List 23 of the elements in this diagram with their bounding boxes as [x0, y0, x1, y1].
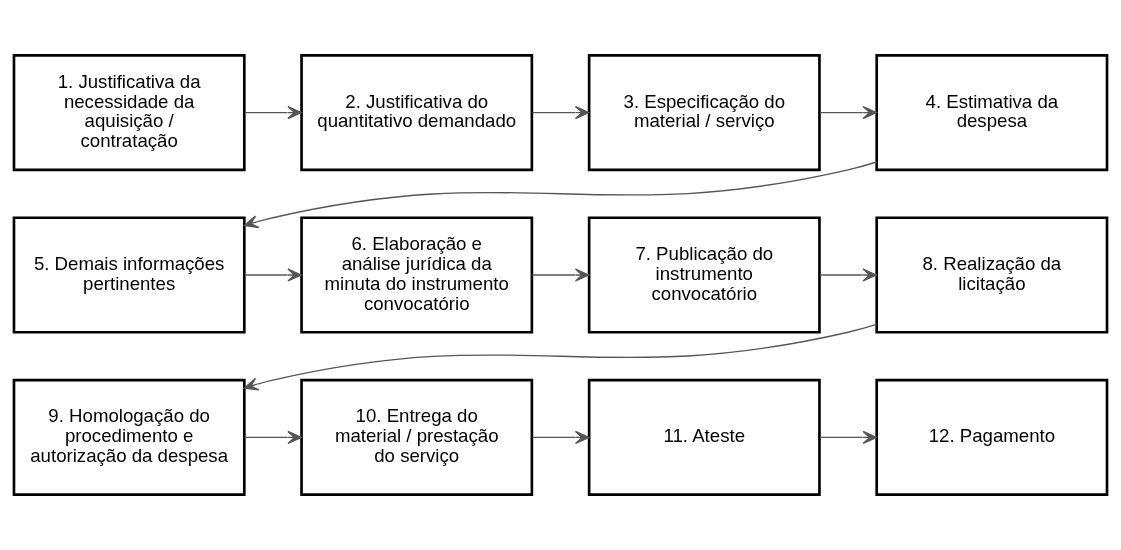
node-box: 5. Demais informações pertinentes	[12, 216, 246, 334]
arrow	[244, 430, 302, 445]
node-box: 2. Justificativa do quantitativo demandado	[300, 54, 534, 172]
arrow	[531, 430, 590, 445]
node-box: 9. Homologação do procedimento e autorização da despesa	[12, 378, 246, 496]
arrow	[819, 430, 878, 445]
arrow	[243, 161, 878, 229]
node-box: 3. Especificação do material / serviço	[587, 54, 821, 172]
node-box: 8. Realização da licitação	[875, 216, 1109, 334]
arrow	[243, 323, 878, 391]
arrow	[531, 105, 590, 120]
node-box: 1. Justificativa da necessidade da aquisição / contratação	[12, 54, 246, 172]
arrow	[244, 105, 302, 120]
node-box: 6. Elaboração e análise jurídica da minuta do instrumento convocatório	[300, 216, 534, 334]
node-box: 11. Ateste	[587, 378, 821, 496]
arrow	[819, 105, 878, 120]
node-box: 10. Entrega do material / prestação do serviço	[300, 378, 534, 496]
arrow	[819, 268, 878, 282]
node-box: 4. Estimativa da despesa	[875, 54, 1109, 172]
arrow	[531, 268, 590, 282]
arrow	[244, 268, 302, 282]
node-box: 12. Pagamento	[875, 378, 1109, 496]
node-box: 7. Publicação do instrumento convocatório	[587, 216, 821, 334]
